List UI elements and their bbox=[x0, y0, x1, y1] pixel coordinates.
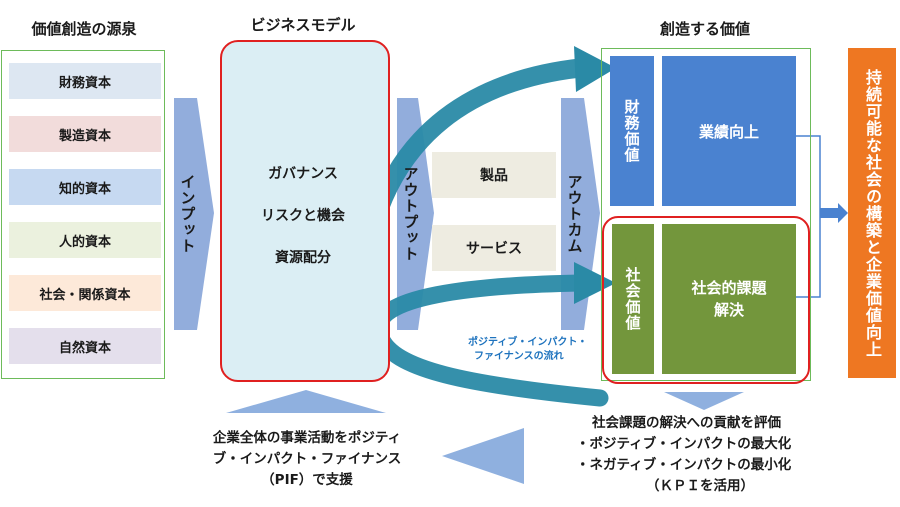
financial-value-box: 業績向上 bbox=[662, 56, 796, 206]
support-line2: ブ・インパクト・ファイナンス bbox=[212, 451, 402, 467]
pif-flow-line1: ポジティブ・インパクト・ bbox=[468, 337, 588, 348]
sustainable-society-box: 持続可能な社会の構築と企業価値向上 bbox=[848, 48, 896, 378]
financial-value-label: 財務価値 bbox=[610, 56, 654, 206]
sources-frame bbox=[1, 50, 165, 379]
social-box-line1: 社会的課題 bbox=[691, 279, 767, 297]
evaluation-down-arrow-icon bbox=[664, 392, 744, 410]
pif-support-text: 企業全体の事業活動をポジティ ブ・インパクト・ファイナンス （PIF）で支援 bbox=[176, 428, 438, 491]
business-model-header: ビジネスモデル bbox=[250, 16, 356, 34]
evaluation-line1: 社会課題の解決への貢献を評価 bbox=[592, 415, 781, 431]
input-label: インプット bbox=[178, 174, 197, 254]
capital-human: 人的資本 bbox=[9, 222, 161, 258]
to-sustainable-arrow-icon bbox=[820, 203, 848, 223]
output-service: サービス bbox=[432, 225, 556, 271]
capital-natural: 自然資本 bbox=[9, 328, 161, 364]
created-value-header: 創造する価値 bbox=[659, 20, 750, 38]
financial-to-sustainable-line bbox=[795, 135, 821, 213]
business-model-box bbox=[220, 40, 390, 382]
social-value-red-frame bbox=[602, 216, 810, 384]
social-value-label: 社会価値 bbox=[612, 224, 654, 374]
bm-resource-allocation: 資源配分 bbox=[275, 250, 331, 266]
output-product: 製品 bbox=[432, 152, 556, 198]
capital-financial: 財務資本 bbox=[9, 63, 161, 99]
sources-header: 価値創造の源泉 bbox=[31, 20, 137, 38]
social-to-sustainable-line bbox=[795, 213, 821, 298]
bm-risk-opportunity: リスクと機会 bbox=[261, 208, 345, 224]
input-arrow bbox=[174, 98, 214, 330]
pif-arrowhead-top-icon bbox=[574, 46, 616, 92]
evaluation-text: 社会課題の解決への貢献を評価 ・ポジティブ・インパクトの最大化 ・ネガティブ・イ… bbox=[576, 413, 888, 497]
capital-manufacturing: 製造資本 bbox=[9, 116, 161, 152]
outcome-label: アウトカム bbox=[565, 174, 584, 254]
pif-flow-label: ポジティブ・インパクト・ ファイナンスの流れ bbox=[468, 336, 628, 364]
social-box-line2: 解決 bbox=[713, 301, 744, 319]
bm-governance: ガバナンス bbox=[268, 166, 338, 182]
created-value-frame bbox=[601, 48, 811, 381]
evaluation-line4: （ＫＰＩを活用） bbox=[646, 478, 754, 494]
evaluation-line3: ・ネガティブ・インパクトの最小化 bbox=[576, 457, 792, 473]
pif-arrowhead-mid-icon bbox=[574, 262, 616, 304]
support-up-arrow-icon bbox=[226, 390, 386, 413]
pif-flow-line2: ファイナンスの流れ bbox=[474, 351, 564, 362]
support-line3: （PIF）で支援 bbox=[261, 472, 353, 488]
capital-social-relationship: 社会・関係資本 bbox=[9, 275, 161, 311]
capital-intellectual: 知的資本 bbox=[9, 169, 161, 205]
output-label: アウトプット bbox=[401, 166, 420, 262]
social-value-box: 社会的課題 解決 bbox=[662, 224, 796, 374]
support-line1: 企業全体の事業活動をポジティ bbox=[212, 430, 402, 446]
evaluation-line2: ・ポジティブ・インパクトの最大化 bbox=[576, 436, 792, 452]
feedback-left-arrow-icon bbox=[442, 428, 524, 484]
